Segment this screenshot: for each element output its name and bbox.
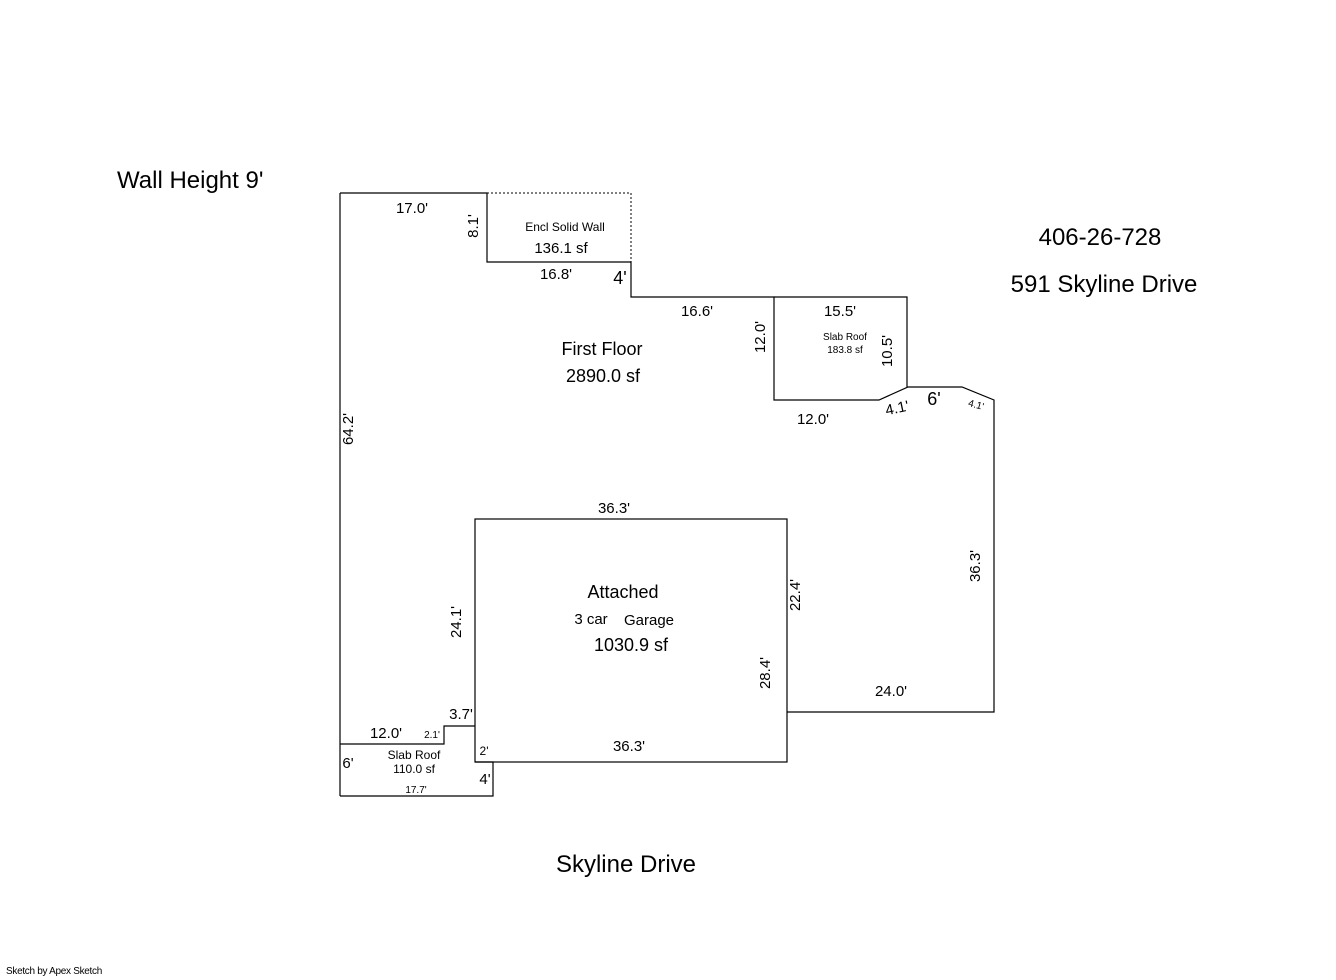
encl-wall-area: 136.1 sf	[534, 240, 588, 257]
street-name: Skyline Drive	[556, 851, 696, 878]
dim-mid-top: 16.6'	[681, 303, 713, 320]
first-floor-area: 2890.0 sf	[566, 366, 641, 386]
dim-garage-top: 36.3'	[598, 500, 630, 517]
slab-roof-right-name: Slab Roof	[823, 332, 867, 343]
slab-roof-bottom-name: Slab Roof	[388, 748, 441, 762]
dim-slab-left: 12.0'	[752, 321, 769, 353]
dim-slab-b-left: 6'	[342, 755, 353, 772]
encl-wall-outline	[487, 192, 632, 262]
dim-top-left: 17.0'	[396, 200, 428, 217]
dim-diag-left: 4.1'	[884, 398, 911, 420]
dim-encl-side: 8.1'	[465, 214, 482, 238]
wall-height-label: Wall Height 9'	[117, 167, 263, 194]
garage-outline	[474, 518, 788, 763]
dim-left-side: 64.2'	[340, 413, 357, 445]
dim-slab-b-right: 4'	[479, 771, 490, 788]
dim-diag-right: 4.1'	[967, 398, 985, 413]
dim-step-2: 2'	[480, 744, 489, 758]
first-floor-name: First Floor	[562, 339, 643, 359]
dim-slab-b-top: 12.0'	[370, 725, 402, 742]
garage-line2a: 3 car	[574, 611, 607, 628]
dim-garage-left: 24.1'	[448, 606, 465, 638]
garage-line2b: Garage	[624, 612, 674, 629]
dim-slab-top: 15.5'	[824, 303, 856, 320]
dim-six: 6'	[927, 389, 940, 409]
dim-garage-right-upper: 22.4'	[787, 579, 804, 611]
dim-right-side: 36.3'	[967, 550, 984, 582]
dim-encl-bottom: 16.8'	[540, 266, 572, 283]
dim-slab-bottom: 12.0'	[797, 411, 829, 428]
slab-roof-right-outline	[774, 296, 908, 387]
footer-credit: Sketch by Apex Sketch	[6, 966, 102, 977]
dim-bottom-right: 24.0'	[875, 683, 907, 700]
slab-roof-bottom-outline	[340, 761, 494, 797]
slab-roof-right-area: 183.8 sf	[827, 345, 863, 356]
step-outline	[340, 725, 475, 745]
house-outline	[340, 192, 995, 713]
dim-garage-right-lower: 28.4'	[757, 657, 774, 689]
parcel-id: 406-26-728	[1039, 224, 1162, 251]
dim-step-21: 2.1'	[424, 730, 440, 741]
dim-slab-right: 10.5'	[879, 335, 896, 367]
slab-roof-bottom-area: 110.0 sf	[393, 762, 435, 776]
garage-area: 1030.9 sf	[594, 635, 669, 655]
dim-slab-b-bottom: 17.7'	[405, 785, 426, 796]
encl-wall-name: Encl Solid Wall	[525, 220, 605, 234]
garage-line1: Attached	[587, 582, 658, 602]
dim-step-4: 4'	[613, 268, 626, 288]
dim-garage-bottom: 36.3'	[613, 738, 645, 755]
dim-step-37: 3.7'	[449, 706, 473, 723]
address: 591 Skyline Drive	[1011, 271, 1198, 298]
